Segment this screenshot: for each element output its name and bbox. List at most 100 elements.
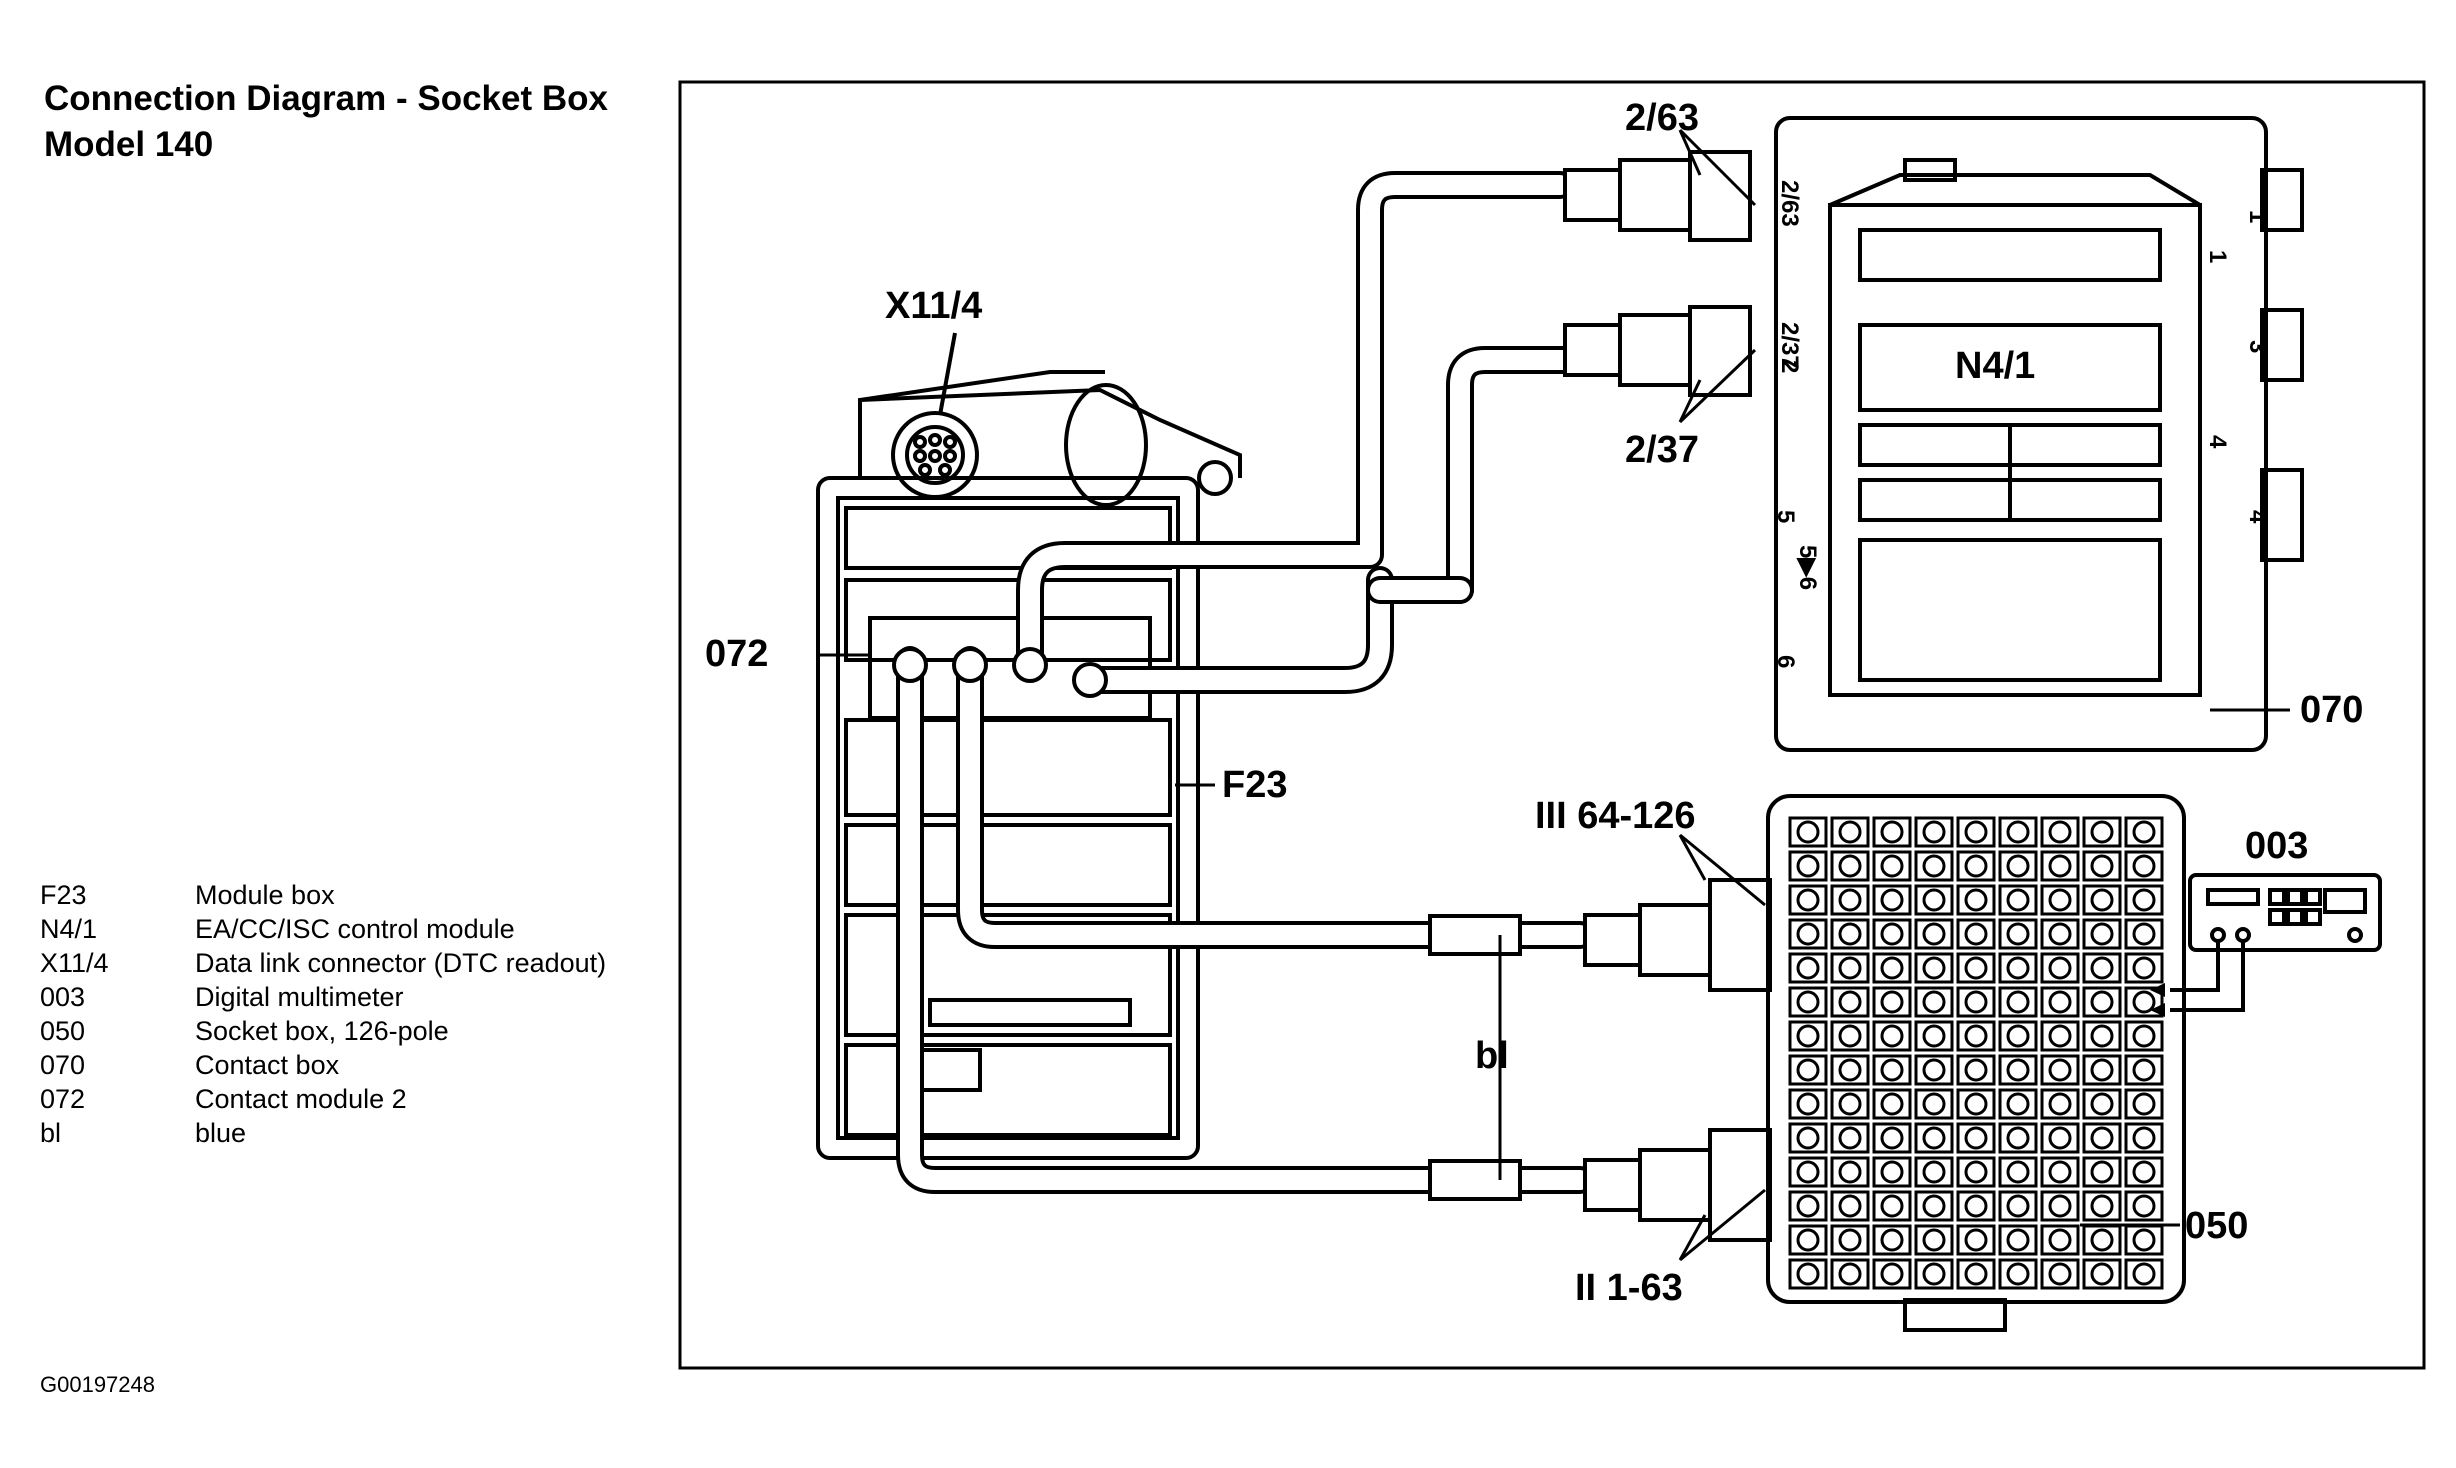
socket-cell — [1956, 1224, 1996, 1256]
socket-cell — [1914, 1156, 1954, 1188]
socket-pin — [1964, 854, 1988, 878]
socket-pin — [2132, 1194, 2156, 1218]
socket-cell — [1788, 1190, 1828, 1222]
socket-cell — [1788, 850, 1828, 882]
socket-pin — [1796, 854, 1820, 878]
socket-cell — [1788, 918, 1828, 950]
socket-cell — [1998, 1054, 2038, 1086]
socket-pin — [1838, 1058, 1862, 1082]
socket-pin — [2090, 888, 2114, 912]
socket-cell — [1914, 816, 1954, 848]
socket-pin — [1796, 1194, 1820, 1218]
socket-cell — [1998, 816, 2038, 848]
socket-cell — [2124, 1190, 2164, 1222]
socket-pin — [2132, 956, 2156, 980]
socket-pin — [2090, 1126, 2114, 1150]
socket-pin — [1796, 922, 1820, 946]
socket-cell — [2082, 952, 2122, 984]
socket-pin — [2006, 1262, 2030, 1286]
socket-pin — [1796, 1058, 1820, 1082]
socket-cell — [1998, 1122, 2038, 1154]
socket-cell — [1998, 884, 2038, 916]
socket-pin — [1964, 956, 1988, 980]
socket-box-handle — [1903, 1298, 2007, 1332]
digital-multimeter-003 — [2170, 873, 2382, 1012]
socket-cell — [1914, 1258, 1954, 1290]
socket-pin — [2006, 1058, 2030, 1082]
socket-cell — [2124, 918, 2164, 950]
socket-cell — [1956, 1156, 1996, 1188]
socket-cell — [1998, 1190, 2038, 1222]
socket-pin — [1922, 922, 1946, 946]
socket-pin — [1964, 1194, 1988, 1218]
socket-pin — [1838, 854, 1862, 878]
socket-cell — [1956, 884, 1996, 916]
box-label-1b: 1 — [2244, 210, 2271, 223]
socket-cell — [1914, 1190, 1954, 1222]
socket-cell — [1914, 850, 1954, 882]
socket-pin — [2048, 820, 2072, 844]
socket-pin — [2048, 1092, 2072, 1116]
socket-pin — [1880, 888, 1904, 912]
socket-cell — [1830, 1054, 1870, 1086]
socket-cell — [1914, 952, 1954, 984]
socket-cell — [2040, 1122, 2080, 1154]
socket-cell — [1956, 1258, 1996, 1290]
070-label: 070 — [2300, 689, 2363, 731]
socket-pin — [1922, 1228, 1946, 1252]
socket-cell — [2040, 952, 2080, 984]
socket-cell — [1872, 1190, 1912, 1222]
socket-pin — [2006, 1092, 2030, 1116]
socket-pin — [1964, 1228, 1988, 1252]
socket-pin — [1880, 854, 1904, 878]
socket-cell — [1788, 1054, 1828, 1086]
socket-pin — [2090, 990, 2114, 1014]
title-line-1: Connection Diagram - Socket Box — [44, 79, 608, 118]
socket-pin — [1922, 1024, 1946, 1048]
socket-pin — [1964, 888, 1988, 912]
socket-pin — [2048, 922, 2072, 946]
x11-4-label: X11/4 — [885, 285, 982, 327]
socket-cell — [1998, 1224, 2038, 1256]
socket-pin — [2132, 888, 2156, 912]
socket-pin — [1796, 1228, 1820, 1252]
003-label: 003 — [2245, 825, 2308, 867]
socket-cell — [1830, 850, 1870, 882]
socket-pin — [1922, 1092, 1946, 1116]
socket-cell — [1788, 1224, 1828, 1256]
socket-pin — [2006, 820, 2030, 844]
socket-pin — [1922, 1262, 1946, 1286]
socket-pin — [1880, 922, 1904, 946]
side-label-2: 2 — [1776, 360, 1803, 373]
socket-pin — [2048, 956, 2072, 980]
socket-cell — [1788, 1020, 1828, 1052]
socket-cell — [2124, 1088, 2164, 1120]
socket-cell — [1788, 1156, 1828, 1188]
socket-cell — [2040, 1190, 2080, 1222]
socket-pin — [1880, 1262, 1904, 1286]
socket-pin — [2048, 854, 2072, 878]
socket-cell — [2082, 1122, 2122, 1154]
socket-cell — [2082, 1020, 2122, 1052]
socket-cell — [1956, 918, 1996, 950]
bl-label: bl — [1475, 1035, 1509, 1077]
socket-pin — [2090, 1194, 2114, 1218]
socket-cell — [2082, 1190, 2122, 1222]
socket-cell — [2082, 1054, 2122, 1086]
side-label-2-63: 2/63 — [1776, 180, 1803, 227]
socket-cell — [1956, 952, 1996, 984]
diagram-title: Connection Diagram - Socket Box Model 14… — [44, 76, 608, 168]
socket-cell — [2082, 1258, 2122, 1290]
socket-pin — [1796, 1024, 1820, 1048]
side-label-5: 5 — [1772, 510, 1799, 523]
socket-pin — [2006, 1228, 2030, 1252]
socket-cell — [1998, 850, 2038, 882]
socket-pin — [1880, 956, 1904, 980]
socket-pin — [1922, 888, 1946, 912]
socket-cell — [1914, 1224, 1954, 1256]
socket-pin — [1796, 888, 1820, 912]
socket-pin — [1964, 1262, 1988, 1286]
